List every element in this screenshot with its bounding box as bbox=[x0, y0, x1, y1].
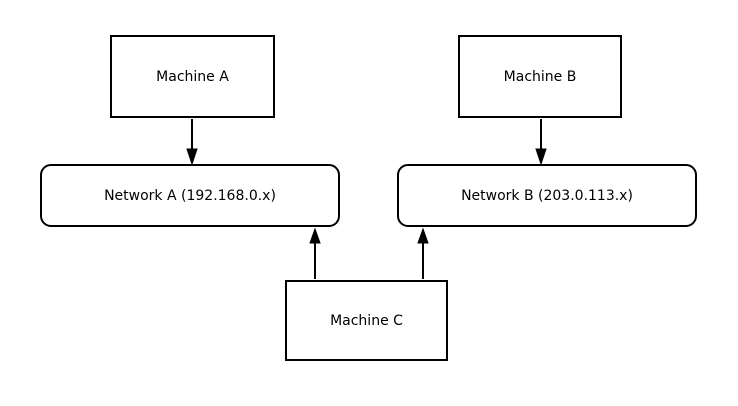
node-machine-b-label: Machine B bbox=[503, 68, 577, 85]
edge-machine-c-to-network-a bbox=[309, 227, 321, 279]
node-machine-a-label: Machine A bbox=[156, 68, 229, 85]
arrowhead-up-icon bbox=[309, 227, 321, 244]
edge-machine-c-to-network-b bbox=[417, 227, 429, 279]
node-network-b: Network B (203.0.113.x) bbox=[397, 164, 697, 227]
node-network-a: Network A (192.168.0.x) bbox=[40, 164, 340, 227]
node-machine-b: Machine B bbox=[458, 35, 622, 118]
arrowhead-up-icon bbox=[417, 227, 429, 244]
arrowhead-down-icon bbox=[186, 148, 198, 166]
node-network-a-label: Network A (192.168.0.x) bbox=[104, 187, 276, 204]
edge-machine-b-to-network-b bbox=[535, 119, 547, 166]
node-machine-c-label: Machine C bbox=[330, 312, 403, 329]
node-network-b-label: Network B (203.0.113.x) bbox=[461, 187, 633, 204]
node-machine-c: Machine C bbox=[285, 280, 448, 361]
arrowhead-down-icon bbox=[535, 148, 547, 166]
edge-machine-a-to-network-a bbox=[186, 119, 198, 166]
node-machine-a: Machine A bbox=[110, 35, 275, 118]
